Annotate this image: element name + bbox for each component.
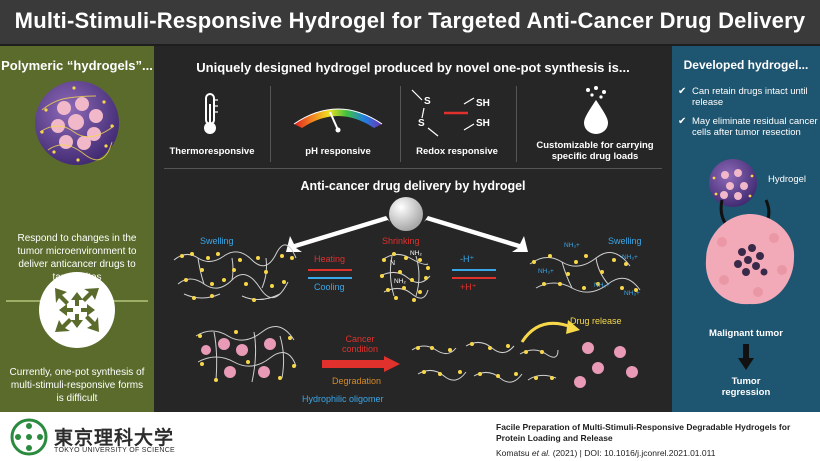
right-panel: Developed hydrogel... ✔ Can retain drugs… (672, 46, 820, 412)
ph-scale-icon (293, 108, 383, 133)
drug-drop-icon (584, 86, 608, 134)
shrunk-network-icon (379, 252, 431, 302)
left-panel-limitation: Currently, one-pot synthesis of multi-st… (9, 367, 145, 404)
inward-arrows-icon (39, 272, 115, 348)
protonated-label-nh3-a: NH₃+ (564, 242, 580, 249)
benefit-item: ✔ May eliminate residual cancer cells af… (678, 116, 818, 152)
proton-arrow-icon (452, 269, 496, 279)
thermometer-icon (204, 93, 218, 134)
benefit-text: May eliminate residual cancer cells afte… (692, 116, 818, 138)
shrunk-label-nh2: NH₂ (410, 250, 422, 257)
label-hydrophilic-oligomer: Hydrophilic oligomer (302, 394, 384, 404)
benefit-text: Can retain drugs intact until release (692, 86, 808, 108)
label-drug-release: Drug release (570, 316, 622, 326)
drug-loaded-gel-icon (195, 326, 297, 383)
regression-label: Tumor regression (721, 376, 771, 398)
redox-sh1: SH (476, 98, 490, 109)
label-minus-h: -H⁺ (460, 254, 475, 264)
label-heating: Heating (314, 254, 346, 264)
feature-separator (516, 86, 517, 162)
center-panel: Uniquely designed hydrogel produced by n… (154, 46, 672, 412)
feature-label-customizable: Customizable for carrying specific drug … (536, 140, 654, 162)
center-divider (164, 168, 662, 169)
protonated-label-nh3-e: NH₃+ (624, 290, 640, 297)
label-plus-h: +H⁺ (460, 282, 477, 292)
tumor-label: Malignant tumor (709, 328, 783, 339)
hydrogel-bead-icon (389, 197, 423, 231)
redox-sh2: SH (476, 118, 490, 129)
feature-label-ph: pH responsive (305, 146, 371, 157)
citation-authors: Komatsu (496, 448, 530, 458)
heating-arrow-icon (308, 269, 352, 279)
degradation-arrow-icon (322, 356, 400, 372)
label-cooling: Cooling (314, 282, 345, 292)
released-drugs-icon (574, 342, 638, 388)
university-name-english: TOKYO UNIVERSITY OF SCIENCE (54, 447, 176, 454)
protonated-label-nh3-c: NH₃+ (538, 268, 554, 275)
university-name: 東京理科大学 (54, 427, 175, 449)
shrunk-label-n: N (390, 260, 396, 267)
arrow-to-ph-icon (424, 216, 528, 252)
protonated-label-nh3-d: NH₃+ (594, 282, 610, 289)
university-logo-icon (10, 418, 48, 456)
left-panel: Polymeric “hydrogels”... Respond to chan… (0, 46, 154, 412)
citation-etal: et al. (531, 448, 551, 458)
label-swelling-left: Swelling (200, 236, 234, 246)
feature-label-redox: Redox responsive (416, 146, 498, 157)
redox-icon: S S SH SH (406, 89, 510, 140)
feature-separator (400, 86, 401, 162)
right-panel-title: Developed hydrogel... (683, 58, 809, 72)
redox-s1: S (424, 96, 431, 107)
shrunk-label-nh2-b: NH₂ (394, 278, 406, 285)
protonated-network-icon (529, 252, 641, 293)
hydrogel-sphere-icon (35, 81, 119, 165)
label-swelling-right: Swelling (608, 236, 642, 246)
left-panel-title: Polymeric “hydrogels”... (1, 58, 153, 73)
benefit-item: ✔ Can retain drugs intact until release (678, 86, 818, 110)
check-icon: ✔ (678, 86, 687, 97)
feature-label-thermoresponsive: Thermoresponsive (169, 146, 255, 157)
header-bar: Multi-Stimuli-Responsive Hydrogel for Ta… (0, 0, 820, 46)
label-shrinking: Shrinking (382, 236, 420, 246)
citation-details: (2021) | DOI: 10.1016/j.jconrel.2021.01.… (552, 448, 716, 458)
feature-separator (270, 86, 271, 162)
delivery-title: Anti-cancer drug delivery by hydrogel (300, 179, 526, 193)
redox-s2: S (418, 118, 425, 129)
arrow-to-swelling-icon (286, 216, 390, 252)
label-degradation: Degradation (332, 376, 382, 386)
paper-citation: Komatsu et al. (2021) | DOI: 10.1016/j.j… (496, 448, 816, 458)
right-hydrogel-icon (709, 159, 757, 207)
footer: 東京理科大学 TOKYO UNIVERSITY OF SCIENCE Facil… (0, 412, 820, 461)
page-title: Multi-Stimuli-Responsive Hydrogel for Ta… (14, 8, 806, 33)
swollen-network-icon (173, 244, 297, 302)
hydrogel-label: Hydrogel (768, 174, 807, 185)
tumor-icon (705, 214, 795, 305)
paper-title: Facile Preparation of Multi-Stimuli-Resp… (496, 422, 791, 443)
drug-release-arrow-icon (520, 320, 580, 343)
down-arrow-icon (738, 344, 754, 370)
center-panel-title: Uniquely designed hydrogel produced by n… (196, 60, 630, 75)
label-cancer-condition: Cancer condition (341, 334, 379, 354)
check-icon: ✔ (678, 116, 687, 127)
oligomer-fragments-icon (411, 342, 559, 383)
protonated-label-nh3-b: NH₃+ (622, 254, 638, 261)
